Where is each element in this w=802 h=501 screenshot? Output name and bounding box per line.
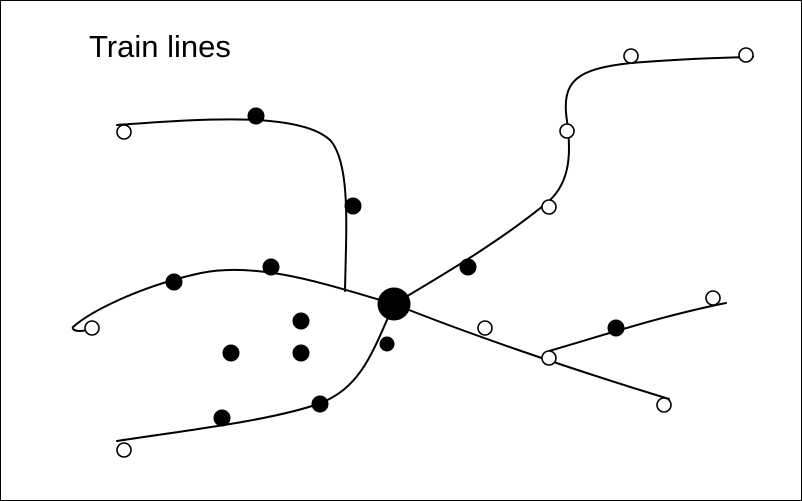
station-filled [607, 319, 625, 337]
station-filled [459, 258, 477, 276]
station-filled [222, 344, 240, 362]
station-open [656, 397, 672, 413]
tracks [71, 56, 754, 442]
station-open [116, 124, 132, 140]
station-filled [213, 409, 231, 427]
station-open [738, 47, 754, 63]
station-open [116, 442, 132, 458]
station-filled [247, 107, 265, 125]
filled-stations [165, 107, 625, 427]
station-filled [344, 197, 362, 215]
station-filled [165, 273, 183, 291]
open-stations [84, 47, 754, 458]
line-east-branch [548, 302, 727, 352]
station-open [84, 320, 100, 336]
station-open [559, 123, 575, 139]
station-open [477, 320, 493, 336]
station-open [705, 290, 721, 306]
line-southeast [393, 303, 670, 400]
line-northwest [116, 118, 348, 292]
station-open [541, 199, 557, 215]
station-filled [379, 336, 395, 352]
station-filled [311, 395, 329, 413]
station-filled [262, 258, 280, 276]
station-open [623, 48, 639, 64]
station-open [541, 350, 557, 366]
line-northeast [393, 56, 754, 305]
line-west [71, 268, 395, 332]
hub-station [377, 287, 411, 321]
station-filled [292, 312, 310, 330]
line-southwest [116, 303, 395, 442]
station-filled [292, 344, 310, 362]
diagram-title: Train lines [89, 29, 231, 64]
